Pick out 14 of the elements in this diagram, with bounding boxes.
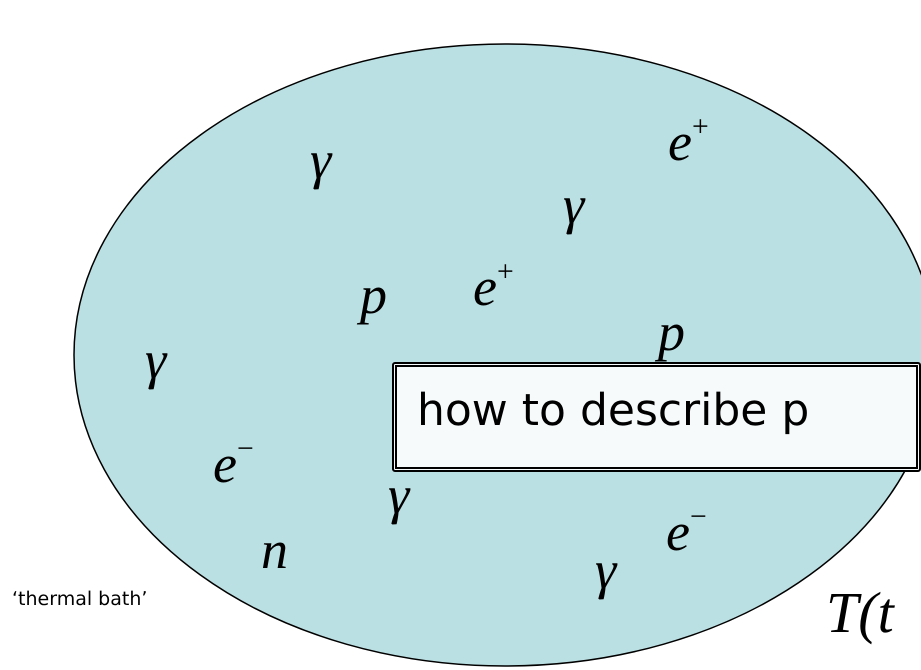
- box-text: how to describe p: [417, 389, 810, 433]
- particle-symbol: n: [261, 523, 288, 577]
- particle-symbol: γ: [388, 468, 410, 522]
- particle-symbol: γ: [563, 178, 584, 232]
- particle-symbol: e$^{+}$: [473, 258, 514, 314]
- particle-symbol: e$^{−}$: [666, 503, 707, 559]
- temperature-label: T(t: [826, 584, 894, 642]
- particle-symbol: e$^{−}$: [213, 435, 254, 491]
- particle-symbol: e$^{+}$: [668, 113, 709, 169]
- particle-symbol: γ: [145, 333, 166, 387]
- note-label: ‘thermal bath’: [12, 590, 148, 609]
- caption-box: [392, 362, 921, 472]
- particle-symbol: γ: [310, 133, 332, 187]
- particle-symbol: γ: [595, 543, 616, 597]
